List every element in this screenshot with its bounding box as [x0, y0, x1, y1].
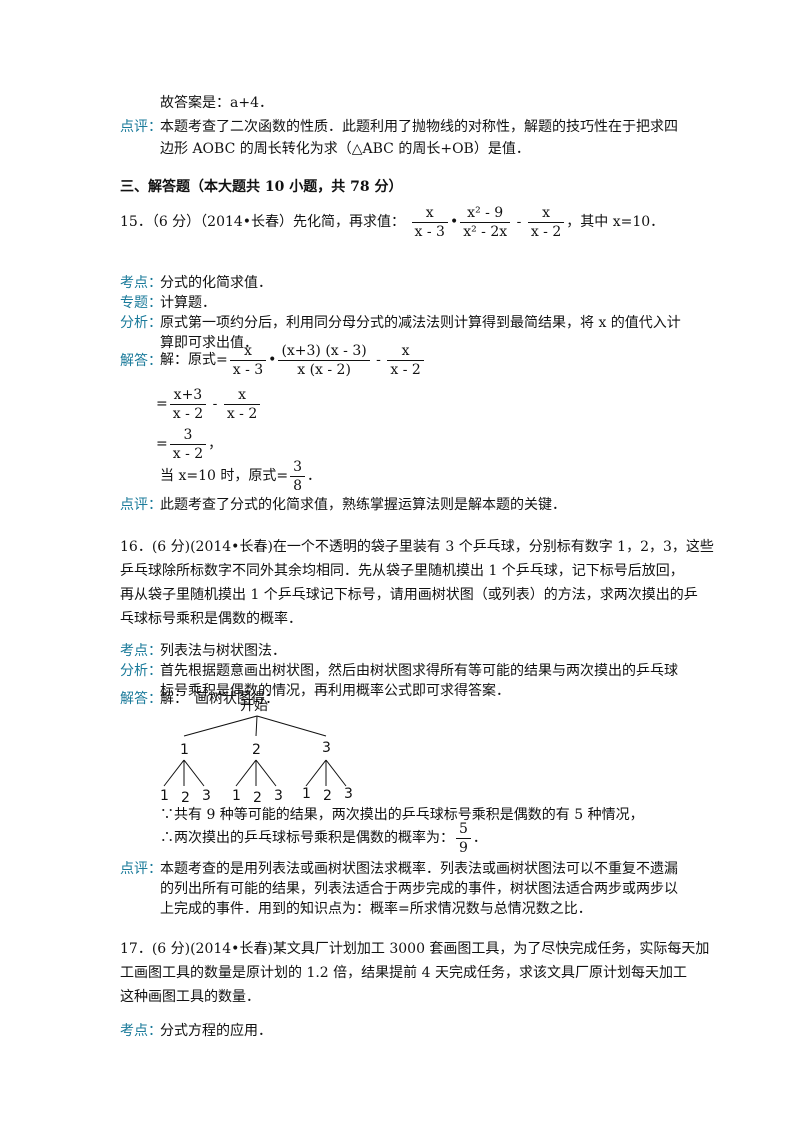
q16-fenxi-label: 分析：: [120, 663, 162, 679]
prev-comment-line1: 本题考查了二次函数的性质．此题利用了抛物线的对称性，解题的技巧性在于把求四: [160, 119, 678, 135]
q16-result-line1: ∵共有 9 种等可能的结果，两次摸出的乒乓球标号乘积是偶数的有 5 种情况，: [160, 807, 644, 823]
q17-stem-line3: 这种画图工具的数量．: [120, 989, 260, 1005]
q17-stem-line1: 17．(6 分)(2014•长春)某文具厂计划加工 3000 套画图工具，为了尽…: [120, 941, 710, 957]
q16-dianping-line3: 上完成的事件．用到的知识点为：概率=所求情况数与总情况数之比．: [160, 901, 592, 917]
tree-lines: [163, 715, 347, 787]
q15-kaodian: 分式的化简求值．: [160, 275, 272, 291]
q16-dianping-line2: 的列出所有可能的结果，列表法适合于两步完成的事件，树状图法适合两步或两步以: [160, 881, 678, 897]
tree-diagram: 开始 1 2 3 1 2 3 1 2 3 1 2 3: [160, 698, 353, 804]
q17-stem-line2: 工画图工具的数量是原计划的 1.2 倍，结果提前 4 天完成任务，求该文具厂原计…: [120, 965, 687, 981]
q16-fenxi-line2: 标号乘积是偶数的情况，再利用概率公式即可求得答案．: [160, 683, 510, 699]
q15-dianping-label: 点评：: [120, 497, 162, 513]
prev-answer-line: 故答案是：a+4．: [160, 95, 273, 111]
q15-stem-prefix: 15．（6 分）（2014•长春）先化简，再求值：: [120, 214, 406, 230]
tree-leaf-3-2: 2: [323, 788, 332, 804]
tree-leaf-1-1: 1: [160, 788, 169, 804]
q15-zhuanti: 计算题．: [160, 295, 216, 311]
q15-fenxi-line2: 算即可求出值．: [160, 335, 258, 351]
q16-fenxi-line1: 首先根据题意画出树状图，然后由树状图求得所有等可能的结果与两次摸出的乒乓球: [160, 663, 678, 679]
tree-leaf-2-3: 3: [274, 788, 283, 804]
tree-leaf-2-1: 1: [232, 788, 241, 804]
prev-comment-label: 点评：: [120, 119, 162, 135]
q16-jieda-label: 解答：: [120, 691, 162, 707]
q15-kaodian-label: 考点：: [120, 275, 162, 291]
q16-stem-line4: 乓球标号乘积是偶数的概率．: [120, 611, 302, 627]
tree-leaf-3-1: 1: [302, 786, 311, 802]
tree-leaf-1-2: 2: [181, 790, 190, 804]
q16-kaodian: 列表法与树状图法．: [160, 643, 286, 659]
tree-node-2: 2: [252, 742, 261, 758]
q15-fenxi-label: 分析：: [120, 315, 162, 331]
q16-jieda-line1: 解： 画树状图得：: [160, 691, 279, 707]
q16-dianping-label: 点评：: [120, 861, 162, 877]
q16-kaodian-label: 考点：: [120, 643, 162, 659]
q17-kaodian: 分式方程的应用．: [160, 1023, 272, 1039]
tree-leaf-2-2: 2: [253, 790, 262, 804]
q17-kaodian-label: 考点：: [120, 1023, 162, 1039]
section-title: 三、解答题（本大题共 10 小题，共 78 分）: [120, 179, 403, 195]
q16-stem-line1: 16．(6 分)(2014•长春)在一个不透明的袋子里装有 3 个乒乓球，分别标…: [120, 539, 714, 555]
tree-node-1: 1: [180, 742, 189, 758]
q16-stem-line2: 乒乓球除所标数字不同外其余均相同．先从袋子里随机摸出 1 个乒乓球，记下标号后放…: [120, 563, 684, 579]
q15-jieda-label: 解答：: [120, 353, 162, 369]
tree-leaf-1-3: 3: [202, 788, 211, 804]
q15-fenxi-line1: 原式第一项约分后，利用同分母分式的减法法则计算得到最简结果，将 x 的值代入计: [160, 315, 681, 331]
q16-stem-line3: 再从袋子里随机摸出 1 个乒乓球记下标号，请用画树状图（或列表）的方法，求两次摸…: [120, 587, 698, 603]
q15-stem-suffix: ，其中 x=10．: [566, 214, 665, 230]
prev-comment-line2: 边形 AOBC 的周长转化为求（△ABC 的周长+OB）是值．: [160, 141, 530, 157]
tree-root: 开始: [240, 698, 268, 714]
tree-node-3: 3: [322, 740, 331, 756]
q15-zhuanti-label: 专题：: [120, 295, 162, 311]
tree-leaf-3-3: 3: [344, 786, 353, 802]
q15-dianping: 此题考查了分式的化简求值，熟练掌握运算法则是解本题的关键．: [160, 497, 566, 513]
q16-dianping-line1: 本题考查的是用列表法或画树状图法求概率．列表法或画树状图法可以不重复不遗漏: [160, 861, 678, 877]
